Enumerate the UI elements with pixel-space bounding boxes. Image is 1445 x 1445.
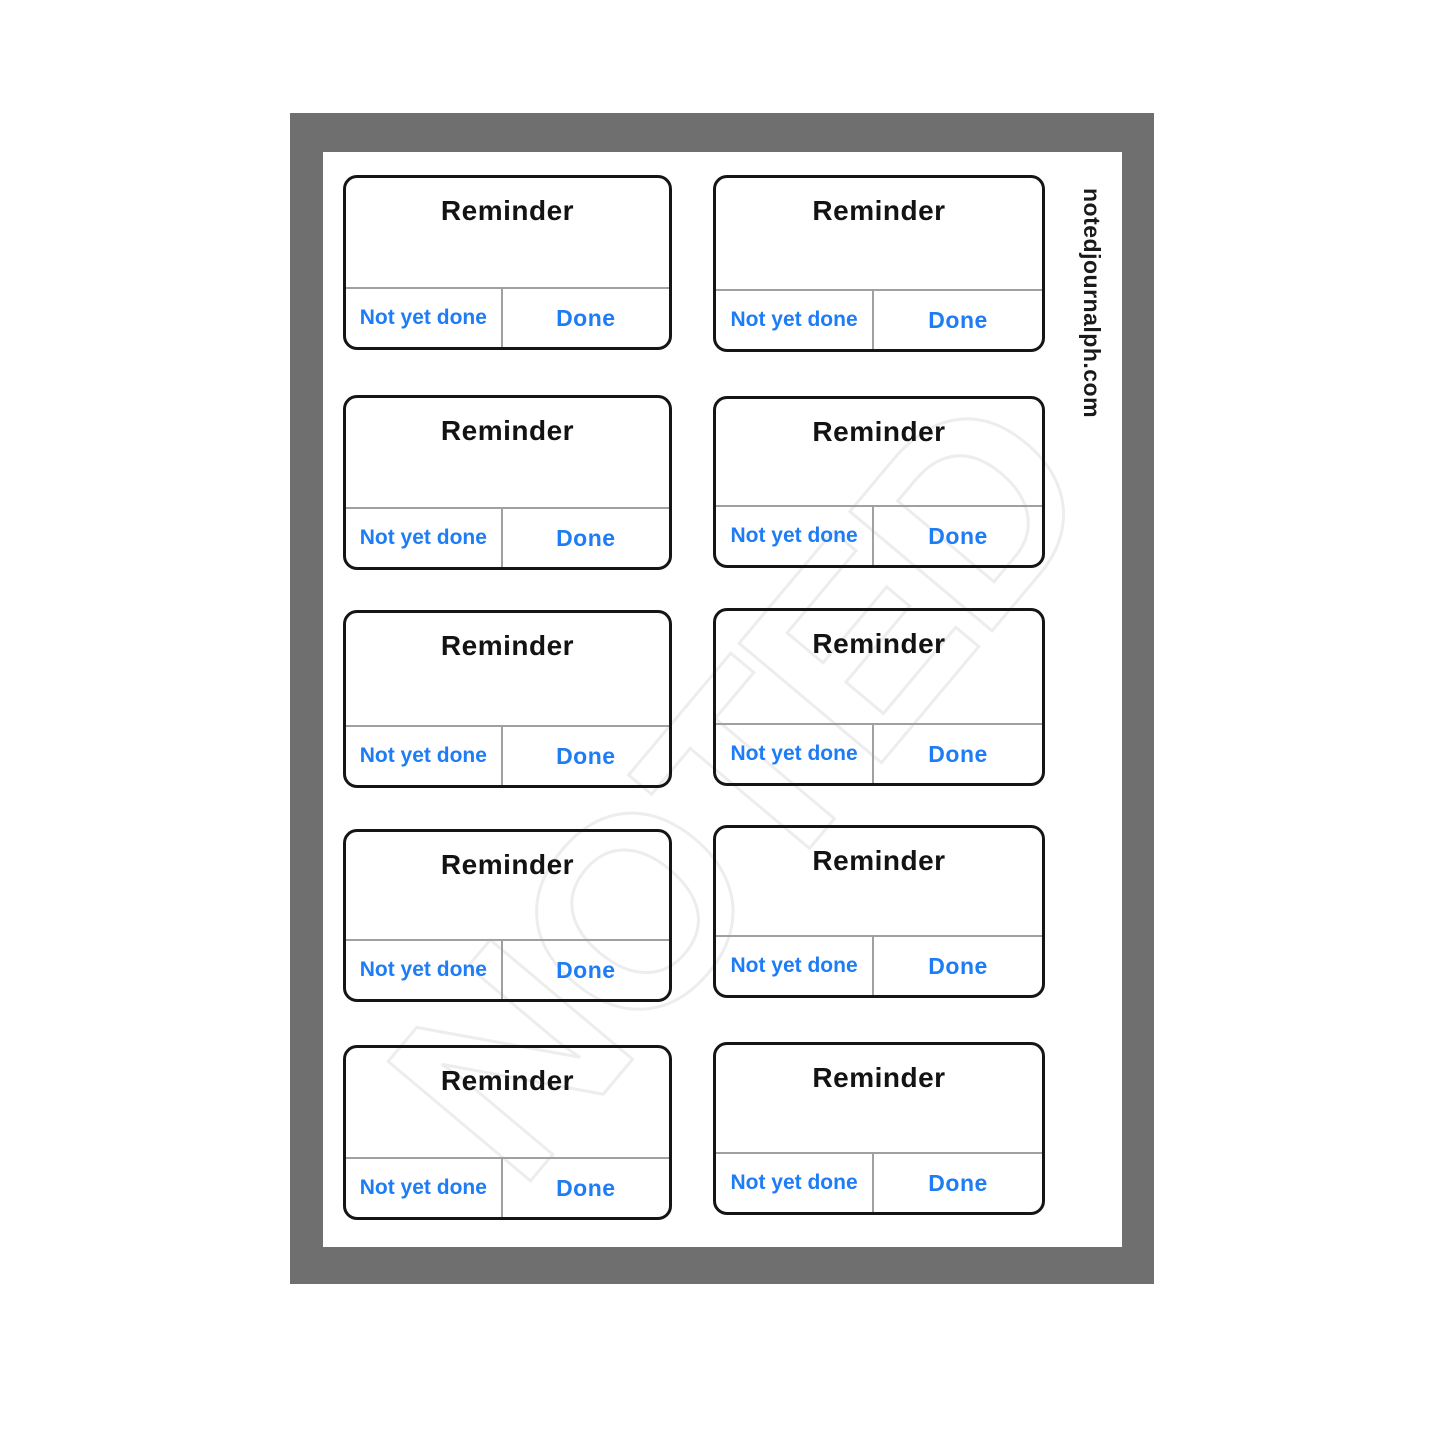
done-button[interactable]: Done: [928, 522, 988, 549]
not-yet-done-button[interactable]: Not yet done: [716, 937, 875, 995]
card-title: Reminder: [812, 845, 946, 876]
done-button[interactable]: Done: [928, 740, 988, 767]
reminder-card: Reminder Not yet done Done: [713, 396, 1045, 568]
card-actions: Not yet done Done: [346, 1157, 669, 1217]
reminder-card: Reminder Not yet done Done: [343, 395, 672, 570]
card-title: Reminder: [812, 1062, 946, 1093]
card-actions: Not yet done Done: [716, 935, 1042, 995]
card-title: Reminder: [440, 415, 575, 446]
card-actions: Not yet done Done: [716, 505, 1042, 565]
reminder-card: Reminder Not yet done Done: [343, 610, 672, 788]
reminder-card: Reminder Not yet done Done: [713, 1042, 1045, 1215]
reminder-card: Reminder Not yet done Done: [343, 1045, 672, 1220]
done-button[interactable]: Done: [556, 742, 616, 769]
site-url-label: notedjournalph.com: [1079, 188, 1105, 419]
done-button[interactable]: Done: [556, 304, 616, 331]
done-button[interactable]: Done: [928, 306, 988, 333]
card-actions: Not yet done Done: [716, 1152, 1042, 1212]
card-actions: Not yet done Done: [346, 939, 669, 999]
reminder-card: Reminder Not yet done Done: [713, 825, 1045, 998]
reminder-card: Reminder Not yet done Done: [343, 829, 672, 1002]
done-button[interactable]: Done: [556, 524, 616, 551]
not-yet-done-button[interactable]: Not yet done: [346, 509, 503, 567]
not-yet-done-button[interactable]: Not yet done: [346, 1159, 503, 1217]
card-actions: Not yet done Done: [346, 287, 669, 347]
done-button[interactable]: Done: [928, 1169, 988, 1196]
sticker-sheet-page: NOTED Reminder Not yet done Done Reminde…: [323, 152, 1122, 1247]
card-title: Reminder: [440, 849, 575, 880]
not-yet-done-button[interactable]: Not yet done: [716, 507, 875, 565]
not-yet-done-button[interactable]: Not yet done: [346, 289, 503, 347]
card-title: Reminder: [440, 630, 575, 661]
not-yet-done-button[interactable]: Not yet done: [346, 941, 503, 999]
card-actions: Not yet done Done: [346, 725, 669, 785]
card-title: Reminder: [440, 195, 575, 226]
done-button[interactable]: Done: [928, 952, 988, 979]
card-actions: Not yet done Done: [716, 723, 1042, 783]
card-actions: Not yet done Done: [346, 507, 669, 567]
card-actions: Not yet done Done: [716, 289, 1042, 349]
not-yet-done-button[interactable]: Not yet done: [716, 725, 875, 783]
reminder-card: Reminder Not yet done Done: [713, 175, 1045, 352]
gray-frame: NOTED Reminder Not yet done Done Reminde…: [290, 113, 1154, 1284]
not-yet-done-button[interactable]: Not yet done: [716, 1154, 875, 1212]
card-title: Reminder: [812, 195, 946, 226]
reminder-card: Reminder Not yet done Done: [713, 608, 1045, 786]
card-title: Reminder: [812, 628, 946, 659]
reminder-card: Reminder Not yet done Done: [343, 175, 672, 350]
done-button[interactable]: Done: [556, 1174, 616, 1201]
not-yet-done-button[interactable]: Not yet done: [716, 291, 875, 349]
not-yet-done-button[interactable]: Not yet done: [346, 727, 503, 785]
card-title: Reminder: [812, 416, 946, 447]
done-button[interactable]: Done: [556, 956, 616, 983]
card-title: Reminder: [440, 1065, 575, 1096]
